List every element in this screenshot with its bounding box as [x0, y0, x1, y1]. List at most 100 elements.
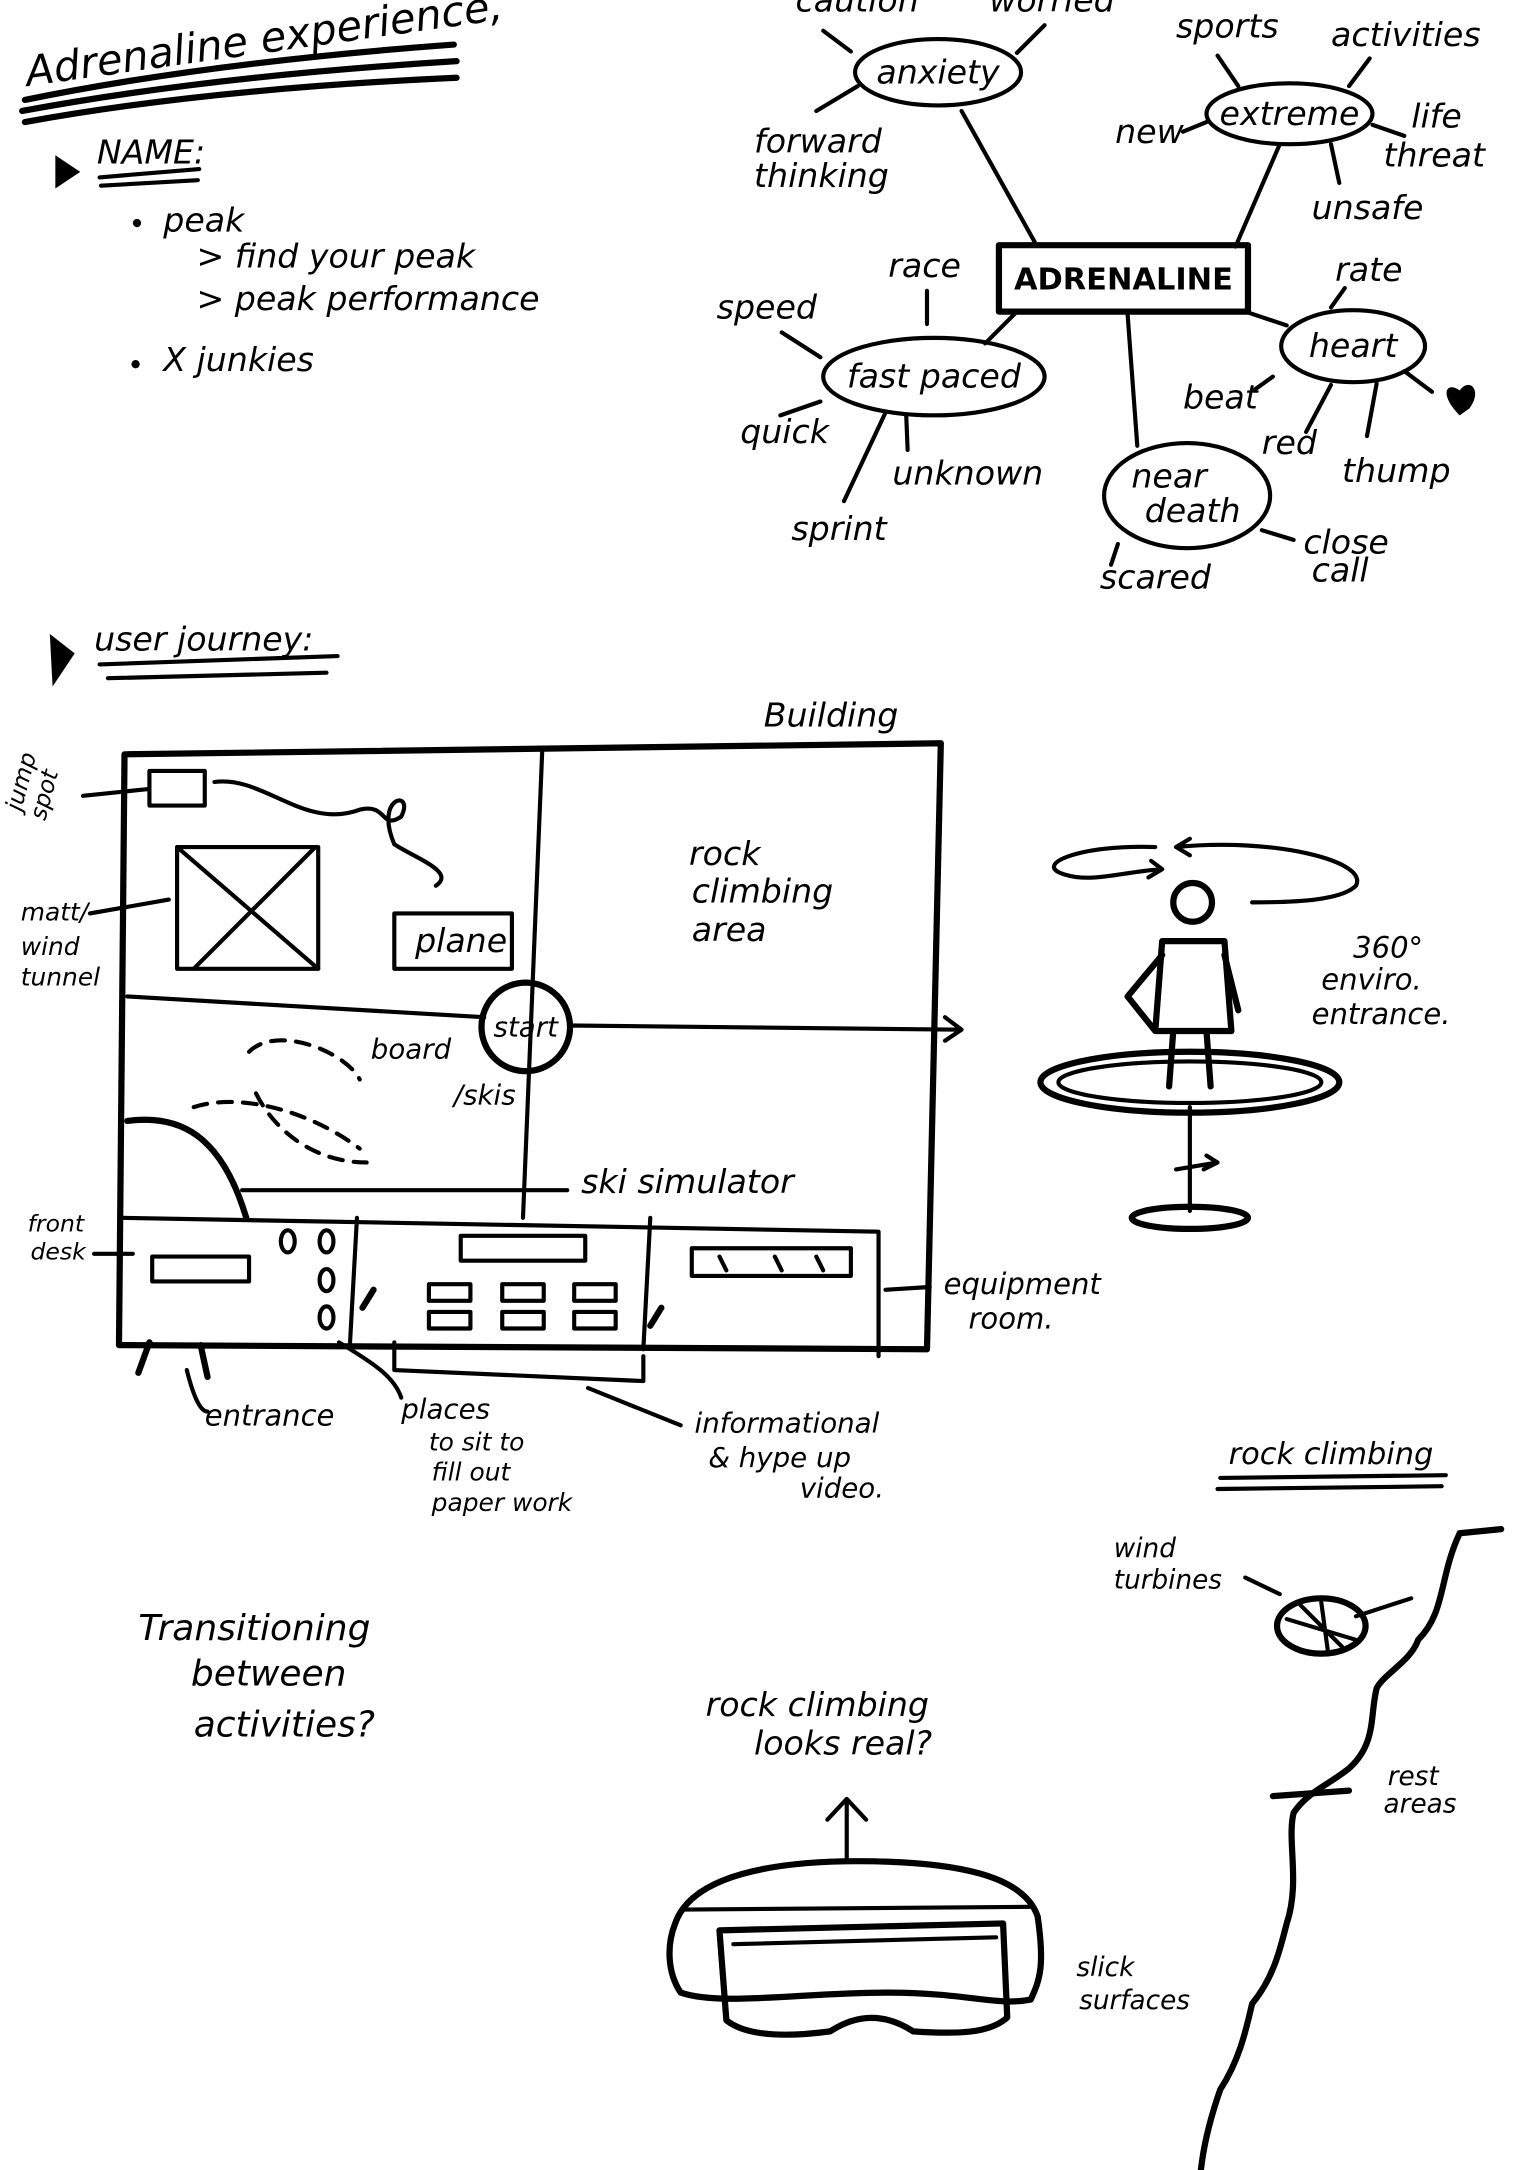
equipment-label: equipment: [944, 1267, 1103, 1301]
leaf-label: sprint: [791, 509, 888, 548]
wind-turbine-icon: [1273, 1595, 1414, 1657]
enviro-figure: [1037, 836, 1360, 1233]
rock-climbing-underline: [1215, 1473, 1448, 1492]
places-label: paper work: [431, 1488, 574, 1517]
notes: Transitioning between activities? rock c…: [138, 1608, 1045, 2038]
leaf-label: caution: [796, 0, 919, 19]
name-section: NAME: peak > find your peak > peak perfo…: [55, 133, 540, 379]
title-underline: [21, 41, 457, 104]
leaf-label: race: [888, 246, 961, 285]
name-item: peak: [162, 200, 246, 239]
note-rock-real: rock climbing: [706, 1685, 929, 1724]
extreme-node: [1204, 81, 1375, 147]
title-block: Adrenaline experience,: [19, 0, 505, 126]
triangle-bullet-icon: [49, 633, 75, 687]
extreme-label: extreme: [1220, 94, 1360, 133]
rock-area-label: climbing: [692, 871, 833, 910]
entrance-pointer: [184, 1367, 210, 1414]
leaf-label: threat: [1384, 135, 1487, 174]
ski-simulator-label: ski simulator: [581, 1162, 796, 1201]
note-transition: between: [191, 1653, 347, 1694]
leaf-connectors: [1180, 53, 1407, 185]
bullet-icon: [131, 360, 140, 369]
leaf-label: thinking: [754, 156, 889, 195]
places-label: to sit to: [429, 1427, 524, 1456]
rock-area-label: area: [692, 910, 767, 949]
front-desk-label: desk: [30, 1237, 87, 1265]
entrance-label: entrance: [205, 1398, 335, 1432]
plane-box: [392, 911, 514, 971]
leaf-label: rate: [1335, 250, 1402, 289]
rotate-arrow-icon: [1051, 844, 1165, 880]
leaf-label: activities: [1331, 15, 1481, 54]
user-journey: user journey: Building jump spot matt/ w…: [0, 620, 1451, 1518]
plane-label: plane: [414, 921, 507, 960]
platform-base: [1128, 1203, 1252, 1233]
heart-node: [1279, 308, 1428, 385]
front-desk-label: front: [28, 1210, 85, 1238]
anxiety-label: anxiety: [876, 52, 1001, 91]
note-rock-real: looks real?: [754, 1724, 932, 1763]
places-label: fill out: [432, 1458, 512, 1487]
title-underline: [19, 58, 460, 115]
equipment-pointer: [883, 1284, 932, 1292]
start-label: start: [494, 1011, 560, 1044]
leaf-label: scared: [1100, 557, 1212, 596]
mat-label: wind: [21, 932, 80, 961]
near-death-node: [1102, 440, 1273, 551]
places-label: places: [400, 1392, 490, 1425]
mat-label: tunnel: [21, 962, 100, 991]
mind-map-connectors: [959, 108, 1289, 448]
board-skis-label: /skis: [451, 1078, 516, 1111]
leaf-label: new: [1115, 112, 1184, 151]
leaf-label: speed: [717, 288, 818, 327]
adrenaline-box: [995, 242, 1252, 315]
note-transition: Transitioning: [138, 1608, 370, 1649]
video-screen: [458, 1233, 588, 1263]
enviro-label: enviro.: [1321, 963, 1421, 997]
slick-surfaces-label: slick: [1076, 1953, 1136, 1983]
mat-label: matt/: [21, 897, 91, 926]
wind-turbines-label: turbines: [1114, 1566, 1223, 1596]
enviro-label: 360°: [1353, 931, 1423, 965]
enviro-label: entrance.: [1312, 997, 1451, 1031]
doors: [135, 1286, 665, 1381]
equipment-rack: [689, 1246, 853, 1279]
fast-paced-label: fast paced: [847, 357, 1022, 396]
video-label: & hype up: [708, 1441, 851, 1474]
places-pointer: [336, 1340, 404, 1400]
wind-pointer: [1243, 1575, 1282, 1597]
rock-climbing-sketch: rock climbing wind turbines rest areas s…: [1076, 1437, 1505, 2170]
seating-grid: [426, 1282, 618, 1331]
leaf-label: quick: [740, 412, 831, 451]
seats: [278, 1228, 336, 1331]
rotate-arrow-icon: [1173, 836, 1360, 905]
user-journey-underline: [97, 654, 340, 681]
user-journey-heading: user journey:: [94, 620, 313, 659]
fast-paced-node: [821, 335, 1047, 418]
board-skis-label: board: [371, 1033, 452, 1066]
heart-label: heart: [1309, 326, 1399, 365]
ski-slope-sketch: [191, 1038, 369, 1165]
triangle-bullet-icon: [55, 155, 81, 189]
leaf-connectors: [1108, 528, 1296, 567]
person-head: [1170, 879, 1216, 925]
leaf-label: close: [1303, 523, 1388, 562]
name-item: > find your peak: [196, 236, 476, 275]
building-outline: [115, 740, 944, 1353]
rest-areas-label: areas: [1384, 1790, 1457, 1820]
person-body: [1124, 937, 1242, 1090]
wind-turbines-label: wind: [1114, 1534, 1176, 1564]
leaf-connectors: [1251, 285, 1435, 439]
name-underline: [97, 167, 202, 188]
leaf-label: forward: [754, 121, 883, 160]
rock-climbing-heading: rock climbing: [1229, 1437, 1434, 1472]
up-arrow-icon: [825, 1796, 869, 1864]
leaf-label: thump: [1342, 451, 1450, 490]
bullet-icon: [132, 218, 142, 228]
near-death-label: death: [1145, 491, 1241, 530]
equipment-label: room.: [968, 1302, 1053, 1336]
slick-surfaces-label: surfaces: [1079, 1986, 1190, 2016]
mat-x-mark: [87, 844, 321, 971]
name-item: X junkies: [161, 340, 314, 379]
